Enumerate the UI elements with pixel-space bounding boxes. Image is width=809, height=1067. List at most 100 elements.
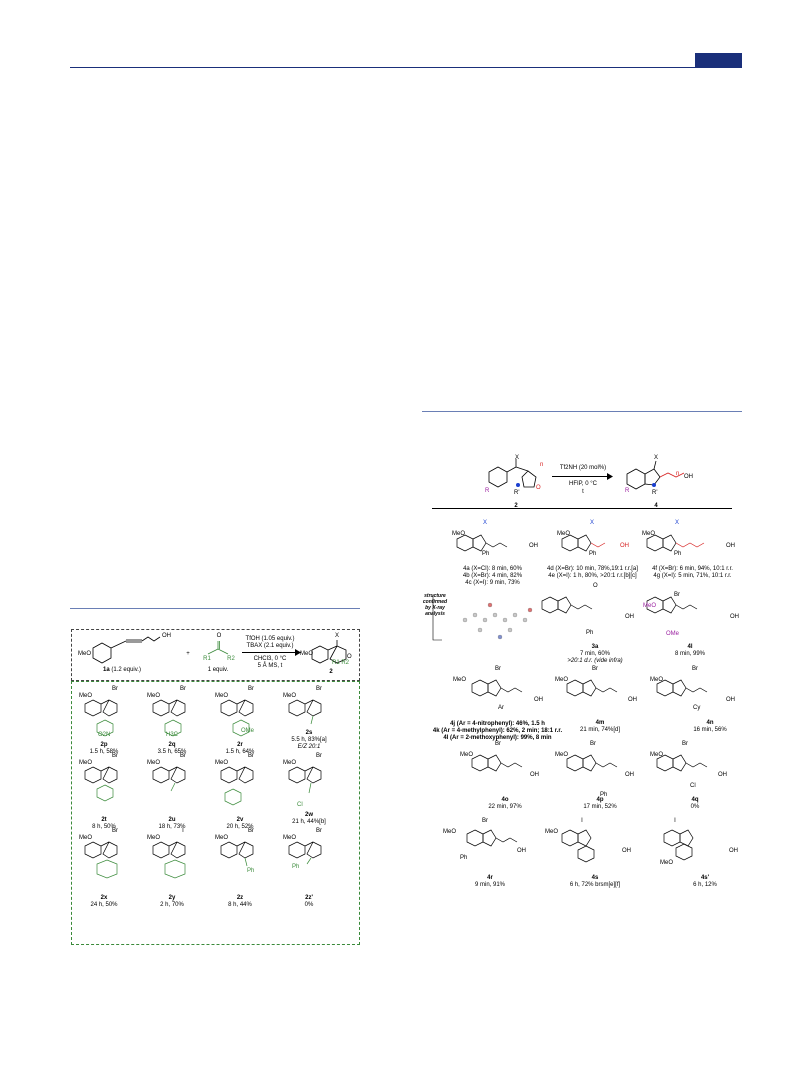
r2c2-meo: MeO: [643, 603, 657, 609]
r4c3-label: 4q: [691, 797, 699, 803]
left-cond-1: TfOH (1.05 equiv.): [245, 636, 295, 642]
r1c1-meo: MeO: [452, 531, 466, 537]
r4c3-cl: Cl: [690, 783, 696, 789]
r1c3-oh: OH: [726, 543, 735, 549]
r5c2-meo: MeO: [545, 829, 559, 835]
product-2-o: O: [347, 654, 352, 660]
product-2-r2: R2: [341, 660, 350, 666]
r4c2-br: Br: [590, 741, 596, 747]
label-2p: 2p: [100, 742, 108, 748]
r5c2-oh: OH: [622, 848, 631, 854]
reactant2-n: n: [540, 462, 544, 468]
reactant-meo-label: MeO: [78, 651, 92, 657]
r1c2-x: X: [589, 520, 594, 526]
label-2u: 2u: [168, 817, 176, 823]
ketone-amount: 1 equiv.: [207, 667, 229, 673]
r1c1-line2: 4b (X=Br): 4 min, 82%: [462, 573, 523, 579]
r2c1-label: 3a: [591, 644, 599, 650]
r2c2-oh: OH: [730, 614, 739, 620]
r1c1-line3: 4c (X=I): 9 min, 73%: [465, 580, 520, 586]
extra-2s: E/Z 20:1: [297, 744, 321, 750]
reactant2-x: X: [514, 455, 519, 461]
cond-2w: 21 h, 44%[b]: [292, 819, 326, 825]
r4c3-meo: MeO: [650, 752, 664, 758]
r2c2-br: Br: [674, 592, 680, 598]
right-arrow-head: [607, 473, 613, 480]
r3c2-label: 4m: [595, 720, 605, 726]
ketone-structure: [207, 641, 229, 655]
r3c2-br: Br: [592, 666, 598, 672]
r2c2-ome: OMe: [666, 631, 680, 637]
cond-2zp: 0%: [304, 902, 314, 908]
sub-2z: Ph: [247, 868, 255, 874]
r1c3-x: X: [674, 520, 679, 526]
label-2y: 2y: [168, 895, 176, 901]
r2c1-oh: OH: [625, 614, 634, 620]
hal-2q: Br: [180, 686, 186, 692]
meo-2w: MeO: [283, 760, 297, 766]
sub-2q: H3C: [166, 732, 179, 738]
r3c3-label: 4n: [706, 720, 714, 726]
r5c1-label: 4r: [487, 875, 493, 881]
right-cond-3: t: [582, 489, 584, 495]
plus-sign: +: [186, 651, 190, 657]
xray-note-4: analysis: [425, 611, 445, 617]
r4c2-ph: Ph: [600, 792, 608, 798]
product-2-structure: [311, 640, 347, 664]
cond-2p: 1.5 h, 58%: [89, 749, 119, 755]
label-2s: 2s: [305, 730, 313, 736]
r3c1-ar: Ar: [498, 705, 504, 711]
r1c3-line1: 4f (X=Br): 6 min, 94%, 10:1 r.r.: [652, 566, 733, 572]
reactant2-o: O: [536, 485, 541, 491]
sub-2zp: Ph: [292, 864, 300, 870]
cond-2v: 20 h, 52%: [226, 824, 254, 830]
left-cond-2: TBAX (2.1 equiv.): [246, 643, 294, 649]
r4c2-meo: MeO: [555, 752, 569, 758]
product-2-x: X: [334, 633, 339, 639]
product-2-meo: MeO: [300, 651, 314, 657]
r3c1-line3: 4l (Ar = 2-methoxyphenyl): 99%, 8 min: [443, 735, 552, 741]
r3c2-meo: MeO: [555, 677, 569, 683]
r5c1-oh: OH: [517, 848, 526, 854]
meo-2u: MeO: [147, 760, 161, 766]
r3c2-oh: OH: [628, 697, 637, 703]
r1c1-x: X: [482, 520, 487, 526]
r3c3-br: Br: [692, 666, 698, 672]
hal-2w: Br: [316, 753, 322, 759]
r2c1-line1: 7 min, 60%: [579, 651, 610, 657]
meo-2r: MeO: [215, 693, 229, 699]
cond-2t: 8 h, 50%: [92, 824, 116, 830]
cond-2y: 2 h, 70%: [160, 902, 184, 908]
product4-x: X: [653, 455, 658, 461]
r2c1-o: O: [593, 583, 598, 589]
product4-oh: OH: [684, 474, 693, 480]
r5c1-br: Br: [482, 818, 488, 824]
r3c1-oh: OH: [534, 697, 543, 703]
r3c1-br: Br: [495, 666, 501, 672]
product4-r: R: [625, 488, 630, 494]
r1c1-oh: OH: [529, 543, 538, 549]
meo-2s: MeO: [283, 693, 297, 699]
label-2v: 2v: [236, 817, 244, 823]
r4c2-oh: OH: [625, 772, 634, 778]
right-product-structures: [432, 534, 708, 863]
xray-note-3: by X-ray: [425, 605, 445, 611]
right-cond-2: HFIP, 0 °C: [569, 481, 597, 487]
left-reaction-arrow: [242, 652, 298, 653]
hal-2s: Br: [316, 686, 322, 692]
cond-2x: 24 h, 50%: [90, 902, 118, 908]
cond-2z: 8 h, 44%: [228, 902, 252, 908]
meo-2p: MeO: [79, 693, 93, 699]
xray-note: structure confirmed by X-ray analysis: [418, 593, 452, 617]
label-2zp: 2z': [305, 895, 313, 901]
header-tab: [695, 53, 742, 67]
meo-2y: MeO: [147, 835, 161, 841]
r3c3-meo: MeO: [650, 677, 664, 683]
right-section-rule: [422, 411, 742, 412]
r5c1-meo: MeO: [443, 829, 457, 835]
header-rule: [70, 67, 742, 68]
product-2-label: 2: [329, 669, 333, 675]
r4c1-br: Br: [495, 741, 501, 747]
r5c3-line1: 6 h, 12%: [693, 882, 717, 888]
r3c3-oh: OH: [726, 697, 735, 703]
